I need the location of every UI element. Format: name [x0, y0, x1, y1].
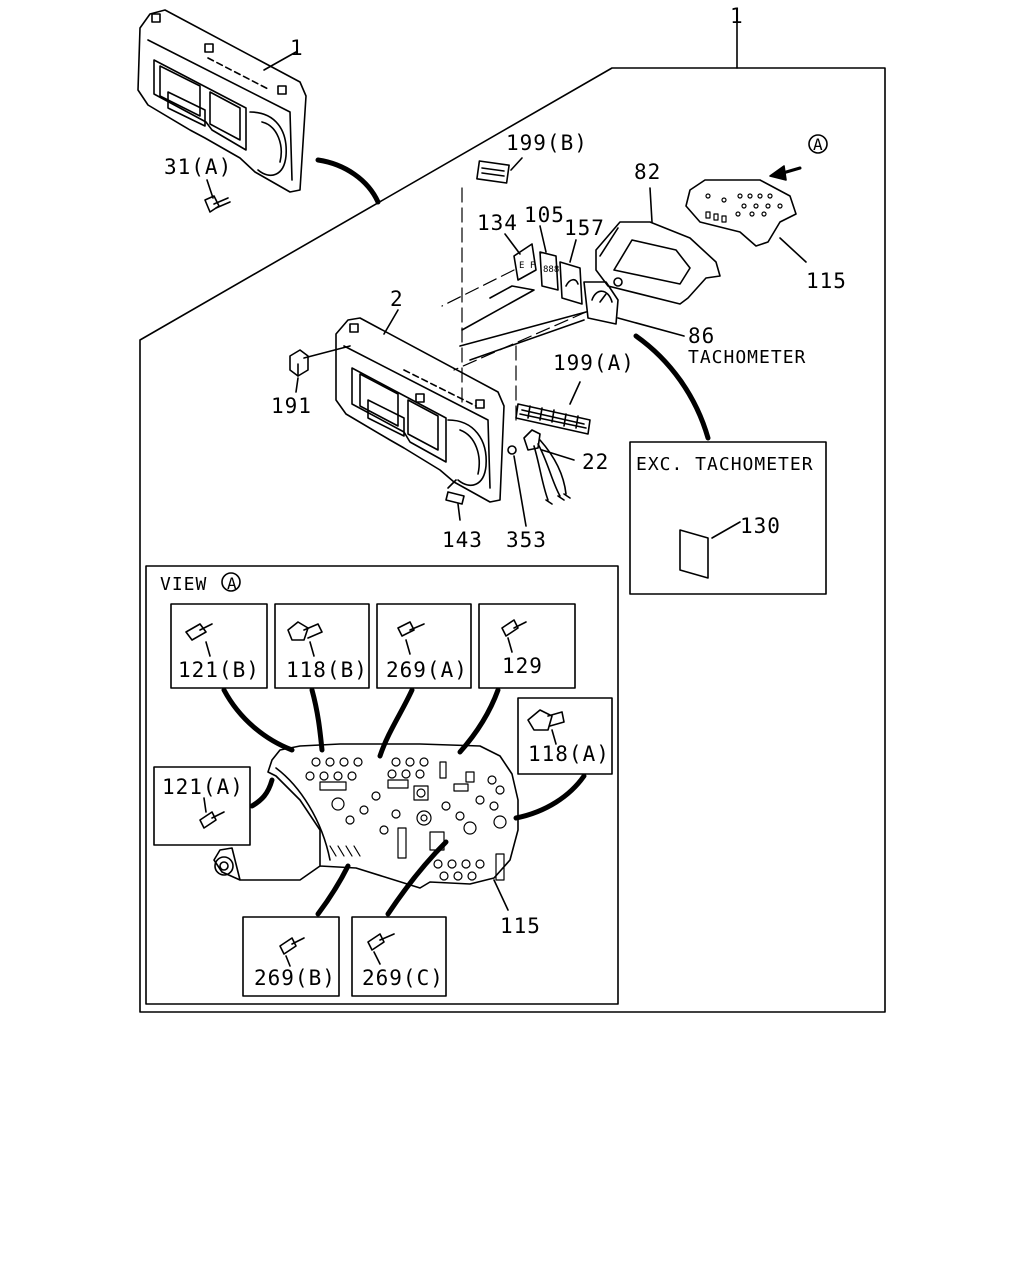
exc-tachometer-box — [629, 441, 827, 595]
callout-31a: 31(A) — [164, 155, 233, 179]
exc-tachometer-title: EXC. TACHOMETER — [636, 454, 814, 475]
callout-199b: 199(B) — [506, 131, 588, 155]
svg-text:888: 888 — [543, 265, 559, 275]
bezel-part-2 — [335, 317, 505, 503]
view-marker-circle-label: A — [227, 574, 237, 593]
callout-1-bezel: 1 — [290, 36, 304, 60]
callout-22: 22 — [582, 450, 610, 474]
part-label-121a: 121(A) — [162, 775, 244, 799]
harness-22 — [523, 429, 571, 505]
callout-199a: 199(A) — [553, 351, 635, 375]
part-label-269b: 269(B) — [254, 966, 336, 990]
svg-text:E F: E F — [519, 261, 535, 271]
callout-82: 82 — [634, 160, 662, 184]
bulb-118b — [287, 621, 323, 657]
screw-269b — [279, 937, 305, 967]
part-label-121b: 121(B) — [178, 658, 260, 682]
callout-115-top: 115 — [806, 269, 847, 293]
bulb-118a — [527, 709, 565, 745]
part-label-118b: 118(B) — [286, 658, 368, 682]
callout-130: 130 — [740, 514, 781, 538]
callout-191: 191 — [271, 394, 312, 418]
printed-circuit-top — [685, 179, 797, 247]
screw-31a — [204, 195, 231, 213]
main-outline — [139, 67, 886, 1013]
callout-115-view: 115 — [500, 914, 541, 938]
callout-157: 157 — [564, 216, 605, 240]
gauge-faces: E F 888 — [513, 243, 619, 325]
part-label-118a: 118(A) — [528, 742, 610, 766]
screw-129 — [501, 619, 527, 653]
bezel-top-left — [137, 9, 307, 193]
callout-353: 353 — [506, 528, 547, 552]
view-a-box — [145, 565, 619, 1005]
callout-143: 143 — [442, 528, 483, 552]
callout-86: 86 — [688, 324, 716, 348]
callout-2: 2 — [390, 287, 404, 311]
top-marker-circle-label: A — [813, 135, 823, 154]
printed-circuit-view-a — [213, 743, 519, 889]
callout-1-top: 1 — [730, 4, 744, 28]
callout-134: 134 — [477, 211, 518, 235]
part-label-269a: 269(A) — [386, 658, 468, 682]
part-label-129: 129 — [502, 654, 543, 678]
screw-269a — [397, 621, 425, 655]
view-box-title: VIEW — [160, 574, 208, 595]
screw-121a — [199, 797, 225, 829]
part-label-269c: 269(C) — [362, 966, 444, 990]
part-199a — [515, 403, 591, 435]
screw-121b — [185, 623, 213, 657]
label-tachometer: TACHOMETER — [688, 347, 807, 368]
screw-269c — [367, 933, 395, 965]
meter-hood-82 — [595, 221, 721, 305]
callout-105: 105 — [524, 203, 565, 227]
